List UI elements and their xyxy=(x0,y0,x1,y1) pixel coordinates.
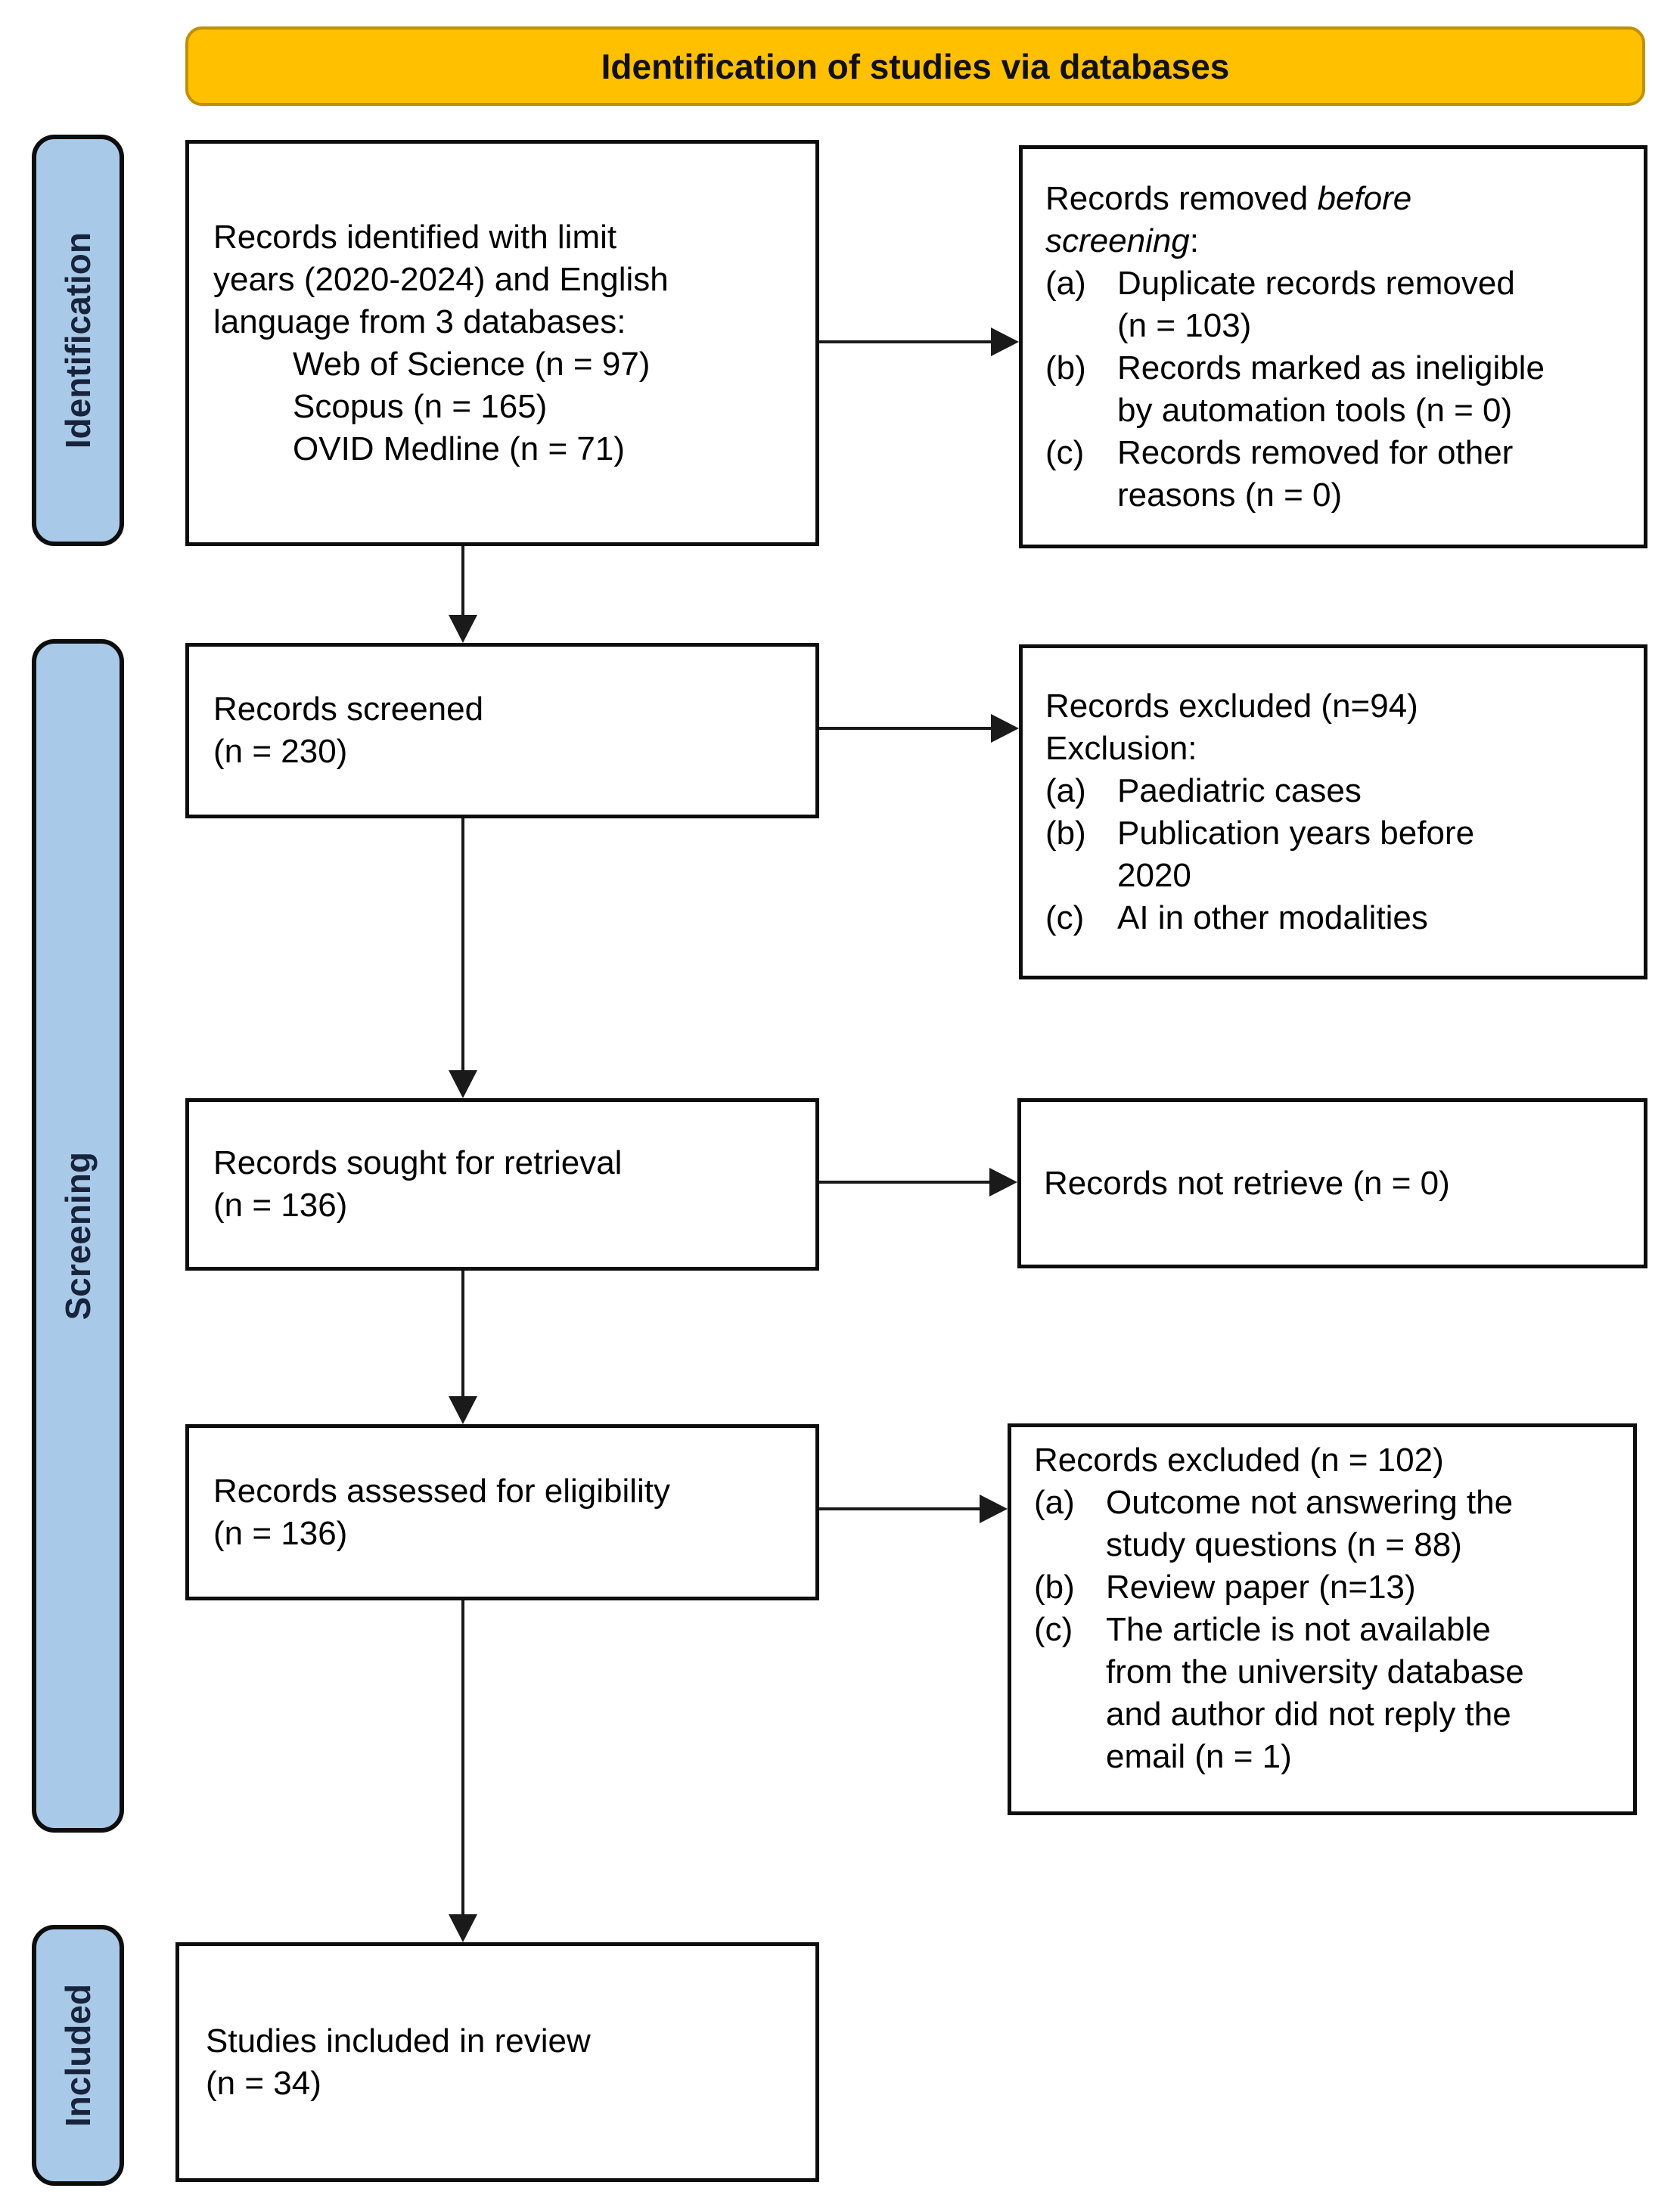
list-item: (c) AI in other modalities xyxy=(1045,897,1629,939)
list-marker: (a) xyxy=(1045,264,1086,302)
list-item: (b) Records marked as ineligible by autom… xyxy=(1045,347,1629,432)
banner: Identification of studies via databases xyxy=(185,26,1645,106)
box-records-excluded-screening: Records excluded (n=94) Exclusion: (a) P… xyxy=(1019,644,1647,979)
banner-title: Identification of studies via databases xyxy=(601,46,1230,86)
text-line: reasons (n = 0) xyxy=(1117,476,1343,514)
list-item: (b) Publication years before 2020 xyxy=(1045,812,1629,897)
text-line: Exclusion: xyxy=(1045,729,1197,767)
stage-bar-included: Included xyxy=(32,1925,124,2186)
text-line: Records screened xyxy=(213,691,484,728)
text-line: Duplicate records removed xyxy=(1117,264,1515,302)
text-line: and author did not reply the xyxy=(1106,1696,1511,1733)
list-item: (b) Review paper (n=13) xyxy=(1034,1566,1618,1609)
list-marker: (b) xyxy=(1045,814,1086,852)
list-marker: (b) xyxy=(1034,1569,1075,1606)
list-item: (c) The article is not available from the… xyxy=(1034,1609,1618,1778)
text-line: email (n = 1) xyxy=(1106,1738,1292,1775)
text-line: Review paper (n=13) xyxy=(1106,1569,1416,1606)
list-marker: (a) xyxy=(1034,1484,1075,1521)
list-marker: (a) xyxy=(1045,771,1086,809)
record-count: (n = 136) xyxy=(213,1187,348,1224)
record-count: (n = 230) xyxy=(213,733,348,770)
text-line: language from 3 databases: xyxy=(213,303,626,340)
text-line: Records excluded (n=94) xyxy=(1045,687,1418,725)
box-records-screened: Records screened (n = 230) xyxy=(185,643,819,818)
arrow-retrieval-to-not-retrieved xyxy=(819,1168,1017,1197)
box-records-removed-before-screening: Records removed before screening: (a) Du… xyxy=(1019,145,1647,548)
title-plain: : xyxy=(1189,222,1200,259)
text-line: Records assessed for eligibility xyxy=(213,1472,671,1510)
text-line: The article is not available xyxy=(1106,1611,1491,1648)
database-count-web-of-science: Web of Science (n = 97) xyxy=(293,345,651,383)
text-line: Records marked as ineligible xyxy=(1117,349,1545,386)
stage-bar-screening: Screening xyxy=(32,639,124,1833)
list-marker: (b) xyxy=(1045,349,1086,386)
title-italic: before xyxy=(1317,179,1412,217)
text-line: Paediatric cases xyxy=(1117,771,1362,809)
text-line: Records sought for retrieval xyxy=(213,1144,623,1181)
text-line: Studies included in review xyxy=(206,2022,591,2059)
text-line: study questions (n = 88) xyxy=(1106,1526,1462,1563)
list-item: (a) Duplicate records removed (n = 103) xyxy=(1045,262,1629,347)
list-marker: (c) xyxy=(1045,433,1085,471)
arrow-screened-to-retrieval xyxy=(449,818,477,1098)
text-line: Records identified with limit xyxy=(213,218,617,256)
arrow-assessed-to-included xyxy=(449,1600,477,1942)
list-item: (a) Paediatric cases xyxy=(1045,770,1629,812)
title-plain: Records removed xyxy=(1045,179,1318,217)
arrow-retrieval-to-assessed xyxy=(449,1271,477,1424)
text-line: Records not retrieve (n = 0) xyxy=(1044,1164,1450,1202)
stage-bar-identification: Identification xyxy=(32,135,124,546)
list-item: (c) Records removed for other reasons (n … xyxy=(1045,432,1629,517)
arrow-screened-to-excluded xyxy=(819,714,1019,743)
text-line: Records removed before xyxy=(1045,178,1629,220)
title-italic: screening xyxy=(1045,222,1190,259)
box-records-not-retrieved: Records not retrieve (n = 0) xyxy=(1017,1098,1647,1268)
box-records-excluded-eligibility: Records excluded (n = 102) (a) Outcome n… xyxy=(1008,1423,1637,1815)
text-line: years (2020-2024) and English xyxy=(213,260,669,298)
text-line: Records removed for other xyxy=(1117,433,1514,471)
stage-label-screening: Screening xyxy=(58,1151,98,1321)
list-marker: (c) xyxy=(1034,1611,1073,1648)
text-line: AI in other modalities xyxy=(1117,899,1428,936)
box-records-sought-retrieval: Records sought for retrieval (n = 136) xyxy=(185,1098,819,1271)
box-records-assessed-eligibility: Records assessed for eligibility (n = 13… xyxy=(185,1424,819,1600)
list-item: (a) Outcome not answering the study quest… xyxy=(1034,1482,1618,1566)
text-line: screening: xyxy=(1045,220,1629,262)
stage-label-identification: Identification xyxy=(58,231,98,449)
box-records-identified: Records identified with limit years (202… xyxy=(185,140,819,546)
text-line: (n = 103) xyxy=(1117,306,1252,344)
arrow-assessed-to-excluded xyxy=(819,1495,1008,1523)
text-line: Outcome not answering the xyxy=(1106,1484,1514,1521)
database-count-scopus: Scopus (n = 165) xyxy=(293,387,548,425)
record-count: (n = 136) xyxy=(213,1514,348,1552)
text-line: 2020 xyxy=(1117,856,1191,894)
text-line: by automation tools (n = 0) xyxy=(1117,391,1513,429)
arrow-identified-to-screened xyxy=(449,546,477,643)
text-line: Publication years before xyxy=(1117,814,1475,852)
text-line: from the university database xyxy=(1106,1653,1524,1690)
stage-label-included: Included xyxy=(58,1983,98,2128)
text-line: Records excluded (n = 102) xyxy=(1034,1442,1444,1479)
record-count: (n = 34) xyxy=(206,2064,321,2102)
list-marker: (c) xyxy=(1045,899,1085,936)
box-studies-included: Studies included in review (n = 34) xyxy=(175,1942,819,2182)
database-count-ovid-medline: OVID Medline (n = 71) xyxy=(293,430,625,467)
arrow-identified-to-removed xyxy=(819,327,1019,356)
